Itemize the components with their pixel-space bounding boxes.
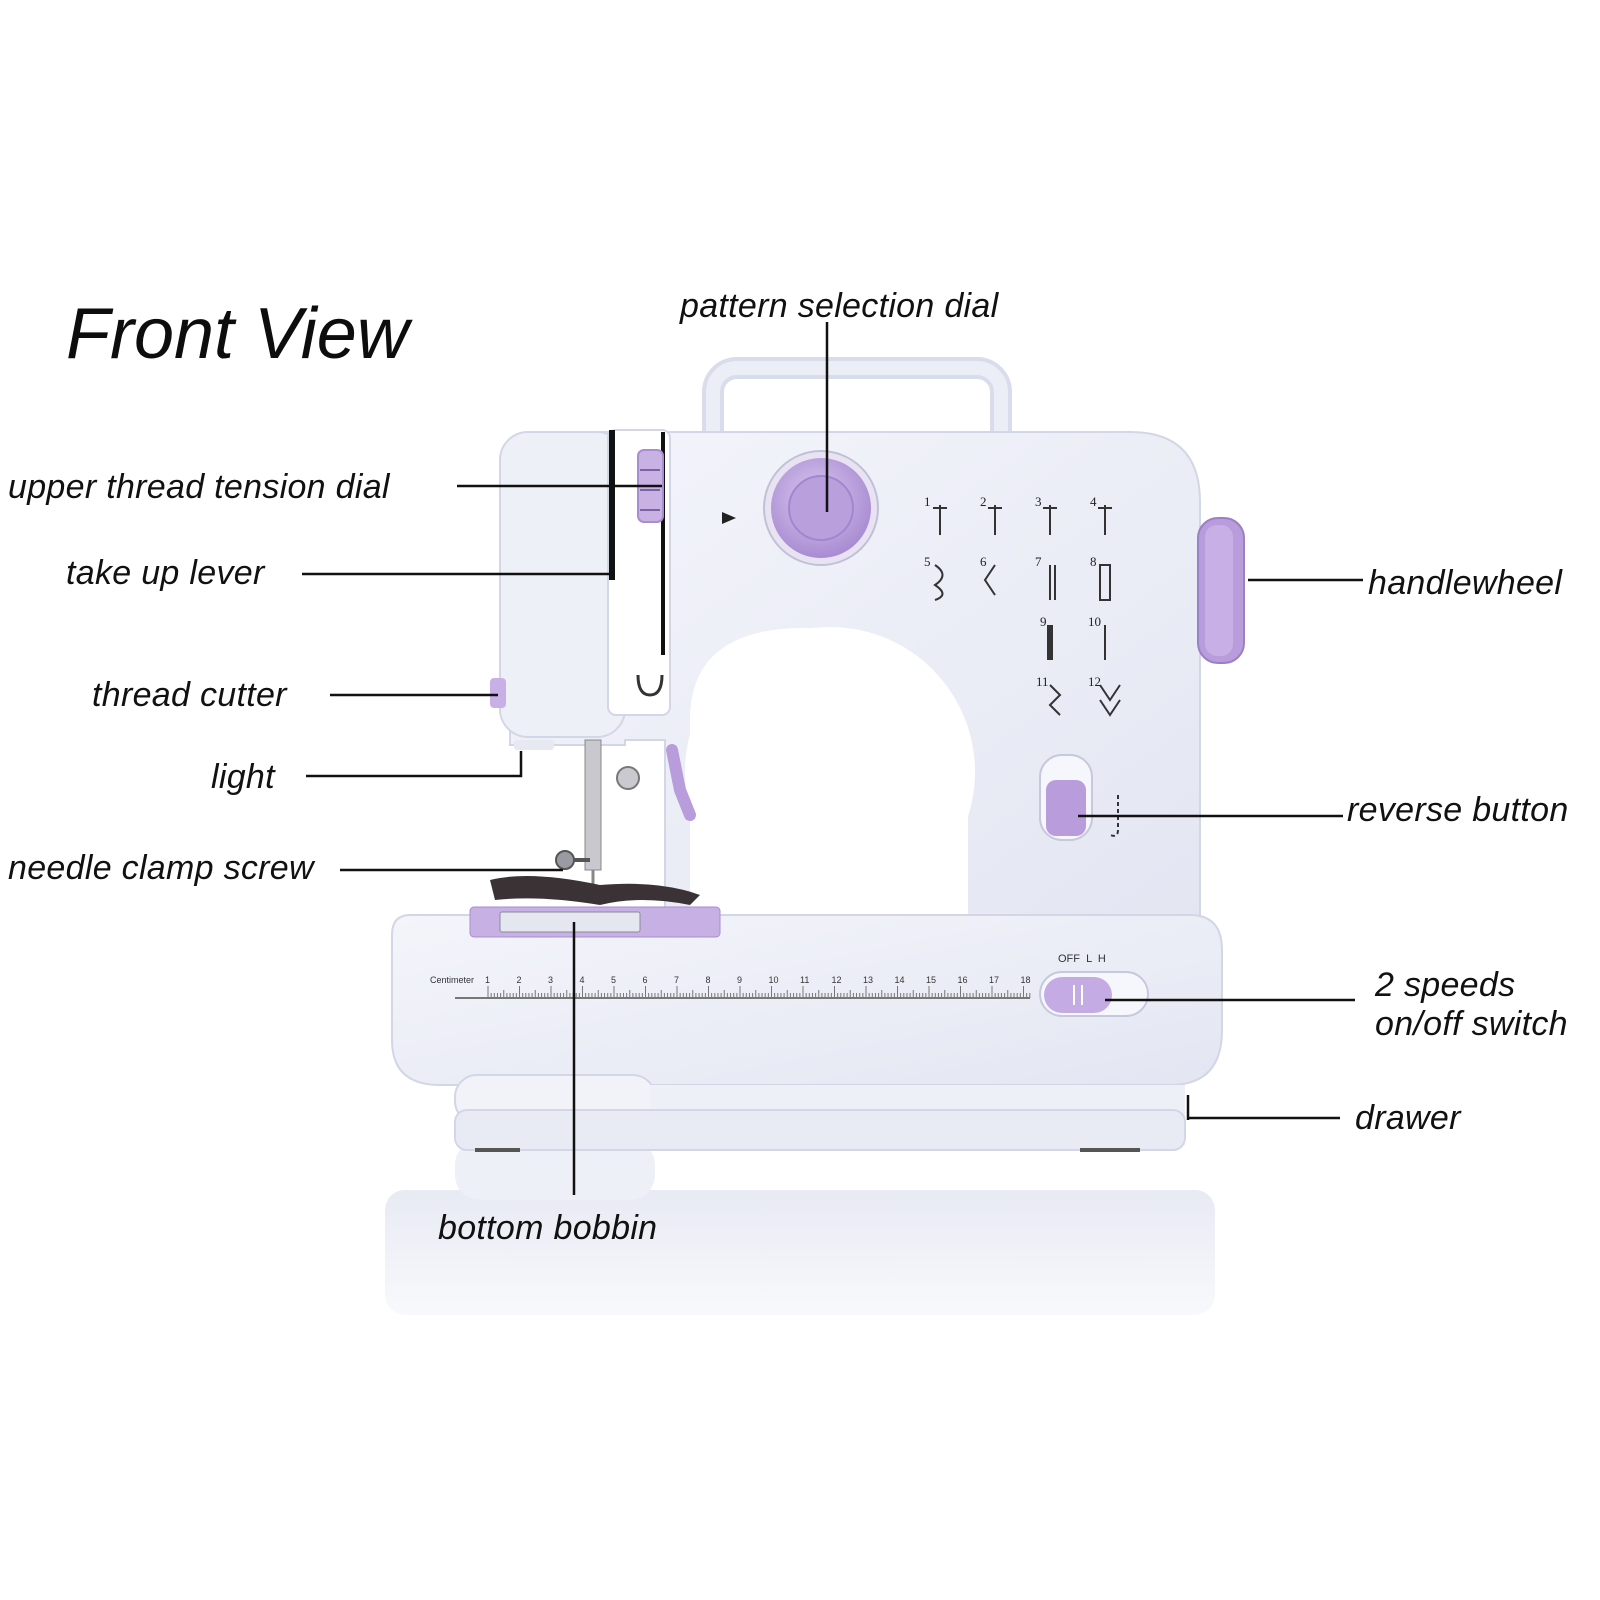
stitch-number: 4	[1090, 494, 1097, 509]
leader-lines	[302, 322, 1363, 1195]
stitch-chart	[933, 505, 1121, 717]
stitch-number: 7	[1035, 554, 1042, 569]
stitch-number: 10	[1088, 614, 1101, 629]
ruler-number: 15	[926, 975, 936, 985]
ruler-number: 10	[769, 975, 779, 985]
label-handlewheel: handlewheel	[1368, 564, 1563, 602]
page-title: Front View	[66, 294, 409, 374]
ruler-number: 4	[580, 975, 585, 985]
stitch-number: 12	[1088, 674, 1101, 689]
speed-switch-part: OFF L H	[1039, 953, 1149, 1017]
presser-lever	[666, 744, 696, 821]
reverse-button-part	[1039, 754, 1119, 841]
label-drawer: drawer	[1355, 1099, 1461, 1137]
stitch-number: 2	[980, 494, 987, 509]
drawer-part	[454, 1074, 1186, 1152]
label-bottom-bobbin: bottom bobbin	[438, 1209, 658, 1247]
label-pattern-selection-dial: pattern selection dial	[680, 287, 999, 325]
light-part	[514, 740, 554, 750]
ruler-number: 7	[674, 975, 679, 985]
label-take-up-lever: take up lever	[66, 554, 265, 592]
label-light: light	[211, 758, 275, 796]
fabric	[490, 876, 700, 905]
machine-reflection	[385, 1140, 1215, 1315]
ruler-number: 12	[832, 975, 842, 985]
stitch-number: 9	[1040, 614, 1047, 629]
ruler-number: 3	[548, 975, 553, 985]
pattern-dial	[763, 450, 879, 566]
ruler-number: 14	[895, 975, 905, 985]
stitch-number: 3	[1035, 494, 1042, 509]
stitch-number: 6	[980, 554, 987, 569]
stitch-number: 1	[924, 494, 931, 509]
ruler-number: 11	[800, 975, 809, 985]
ruler-number: 16	[958, 975, 968, 985]
thread-cutter-part	[490, 678, 506, 708]
ruler-number: 17	[989, 975, 999, 985]
label-upper-thread-tension-dial: upper thread tension dial	[8, 468, 390, 506]
handlewheel-part	[1197, 517, 1245, 664]
ruler-number: 8	[706, 975, 711, 985]
stitch-number: 8	[1090, 554, 1097, 569]
label-needle-clamp-screw: needle clamp screw	[8, 849, 314, 887]
ruler-label: Centimeter	[430, 975, 474, 985]
ruler-number: 9	[737, 975, 742, 985]
needle-assembly	[555, 739, 640, 895]
ruler-number: 5	[611, 975, 616, 985]
label-thread-cutter: thread cutter	[92, 676, 287, 714]
ruler-number: 6	[643, 975, 648, 985]
stitch-number: 11	[1036, 674, 1049, 689]
stitch-numbers: 1 2 3 4 5 6 7 8 9 10 11 12	[924, 494, 1101, 689]
label-speed-switch-line2: on/off switch	[1375, 1005, 1568, 1043]
stitch-number: 5	[924, 554, 931, 569]
ruler-number: 1	[485, 975, 490, 985]
ruler-number: 2	[517, 975, 522, 985]
switch-text: OFF L H	[1058, 953, 1106, 965]
label-speed-switch-line1: 2 speeds	[1375, 966, 1516, 1004]
ruler-number: 18	[1021, 975, 1031, 985]
machine-head	[499, 431, 626, 738]
ruler-number: 13	[863, 975, 873, 985]
label-reverse-button: reverse button	[1347, 791, 1569, 829]
